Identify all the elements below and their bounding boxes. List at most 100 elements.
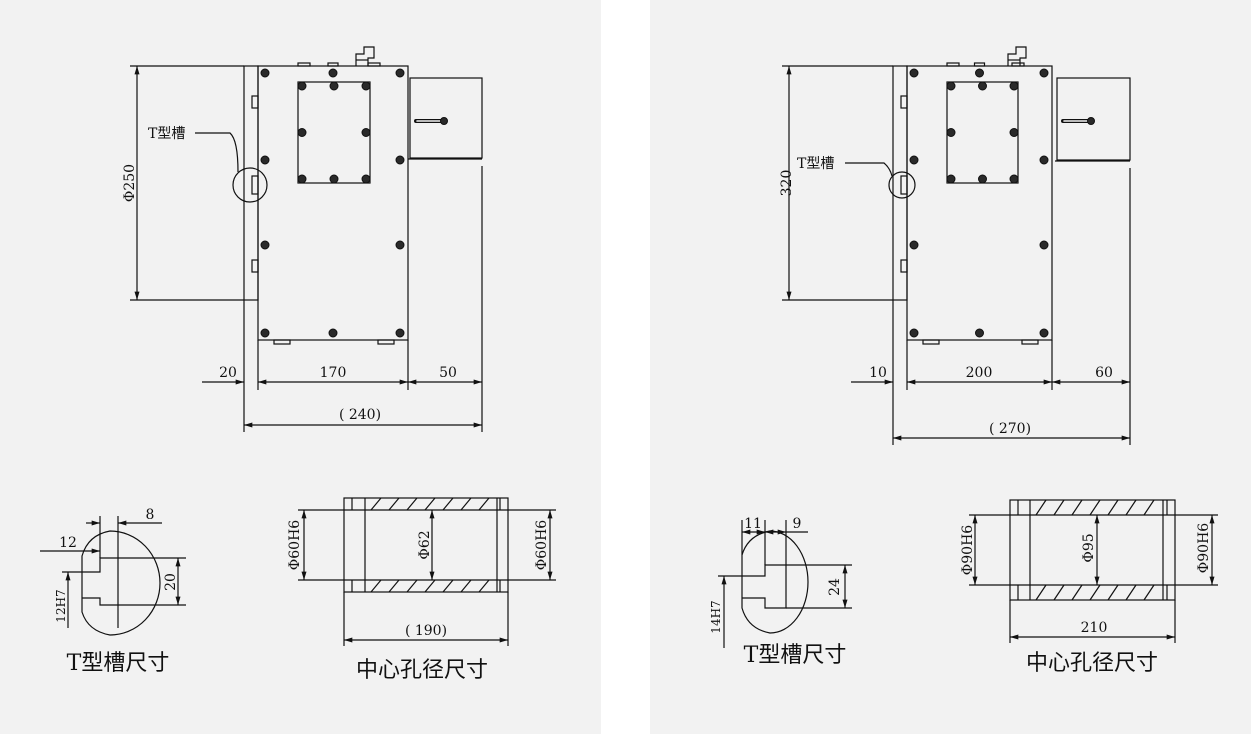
window-bolt — [978, 81, 987, 91]
bolt — [395, 328, 405, 338]
hatch — [424, 579, 436, 593]
bore-length-dim-text: ( 190) — [405, 623, 447, 639]
cable-connector — [1007, 46, 1027, 66]
bolt — [909, 328, 919, 338]
window-bolt — [1009, 174, 1019, 184]
cable-connector — [355, 46, 375, 66]
junction-box — [409, 77, 483, 159]
hatch — [388, 579, 400, 593]
box-width-text: 60 — [1095, 365, 1113, 381]
hatch — [1107, 499, 1119, 516]
bore-center-dim-text: Φ62 — [417, 530, 433, 559]
t-slot-caption: T型槽尺寸 — [744, 643, 847, 668]
bolt — [328, 68, 338, 78]
right-t-slot-detail — [718, 520, 852, 648]
window-bolt — [329, 174, 339, 184]
sleeve-outline — [1009, 499, 1176, 601]
body-width-text: 200 — [966, 365, 993, 381]
bolt — [1039, 155, 1049, 165]
window-bolt — [361, 128, 371, 137]
bolt — [1039, 328, 1049, 338]
hatch — [1053, 499, 1065, 516]
left-panel-background — [0, 0, 601, 734]
bolt — [1039, 68, 1049, 78]
t-slot-stub — [251, 95, 259, 109]
t-slot-width-dim-text: 12H7 — [54, 589, 68, 622]
bolt — [260, 328, 270, 338]
hatch — [1035, 584, 1047, 601]
right-panel-labels: T型槽 320 10 200 60 ( 270) 11 9 24 14H7 T型… — [709, 156, 1212, 676]
hatch — [424, 497, 436, 511]
window-bolt — [329, 81, 339, 91]
hatch — [406, 579, 418, 593]
right-bore-detail — [969, 499, 1218, 643]
window-bolt — [1009, 81, 1019, 91]
top-tab — [1011, 62, 1025, 67]
t-slot-leader — [195, 132, 239, 173]
bolt — [260, 155, 270, 165]
hatch — [388, 497, 400, 511]
box-knob — [440, 117, 448, 125]
hatch — [478, 497, 490, 511]
box-width-text: 50 — [439, 365, 457, 381]
t-slot-top-right-dim-text: 9 — [793, 516, 802, 532]
foot — [377, 339, 395, 345]
window-bolt — [1009, 128, 1019, 137]
height-dimension-text: Φ250 — [122, 164, 138, 202]
t-slot-stub — [900, 259, 908, 273]
t-slot-caption: T型槽尺寸 — [67, 651, 170, 676]
bolt — [909, 68, 919, 78]
hatch — [1143, 499, 1155, 516]
bolt — [395, 68, 405, 78]
plate-width-text: 20 — [219, 365, 237, 381]
top-tab — [297, 62, 311, 67]
left-bore-detail — [298, 497, 556, 646]
t-slot-label: T型槽 — [797, 156, 834, 172]
total-width-text: ( 270) — [989, 421, 1031, 437]
t-slot-callout-circle — [232, 167, 268, 203]
bolt — [1039, 240, 1049, 250]
box-knob — [1087, 117, 1095, 125]
hatch — [370, 497, 382, 511]
bore-right-dim-text: Φ90H6 — [1196, 523, 1212, 574]
t-slot-label: T型槽 — [148, 126, 185, 142]
window-bolt — [978, 174, 987, 184]
bore-right-dim-text: Φ60H6 — [534, 520, 550, 571]
hatch — [1053, 584, 1065, 601]
t-slot-top-left-dim-text: 11 — [744, 516, 762, 532]
bore-caption: 中心孔径尺寸 — [1026, 651, 1158, 676]
t-slot-stub — [900, 95, 908, 109]
hatch — [442, 579, 454, 593]
t-slot-stub — [251, 259, 259, 273]
bore-center-dim-text: Φ95 — [1081, 533, 1097, 562]
foot — [1021, 339, 1039, 345]
bolt — [975, 68, 984, 78]
top-tab — [946, 62, 960, 67]
bolt — [328, 328, 338, 338]
total-width-text: ( 240) — [339, 407, 381, 423]
window-bolt — [361, 81, 371, 91]
hatch — [442, 497, 454, 511]
t-slot-top-dim-text: 8 — [146, 507, 155, 523]
t-slot-profile — [81, 530, 161, 636]
window-bolt — [297, 128, 307, 137]
top-tab — [327, 62, 339, 67]
t-slot-callout-circle — [888, 171, 916, 199]
hatch — [1107, 584, 1119, 601]
hatch — [1125, 499, 1137, 516]
hatch — [460, 579, 472, 593]
hatch — [1143, 584, 1155, 601]
window-bolt — [946, 81, 956, 91]
bore-left-dim-text: Φ90H6 — [960, 525, 976, 576]
left-assembly-drawing — [130, 46, 483, 432]
bore-left-dim-text: Φ60H6 — [287, 520, 303, 571]
t-slot-left-dim-text: 12 — [59, 535, 77, 551]
body-width-text: 170 — [320, 365, 347, 381]
hatch — [370, 579, 382, 593]
left-panel-labels: T型槽 Φ250 20 170 50 ( 240) 8 12 20 12H7 T… — [54, 126, 550, 683]
bolt — [395, 240, 405, 250]
bolt — [395, 155, 405, 165]
bolt — [260, 68, 270, 78]
t-slot-height-dim-text: 24 — [827, 578, 843, 596]
